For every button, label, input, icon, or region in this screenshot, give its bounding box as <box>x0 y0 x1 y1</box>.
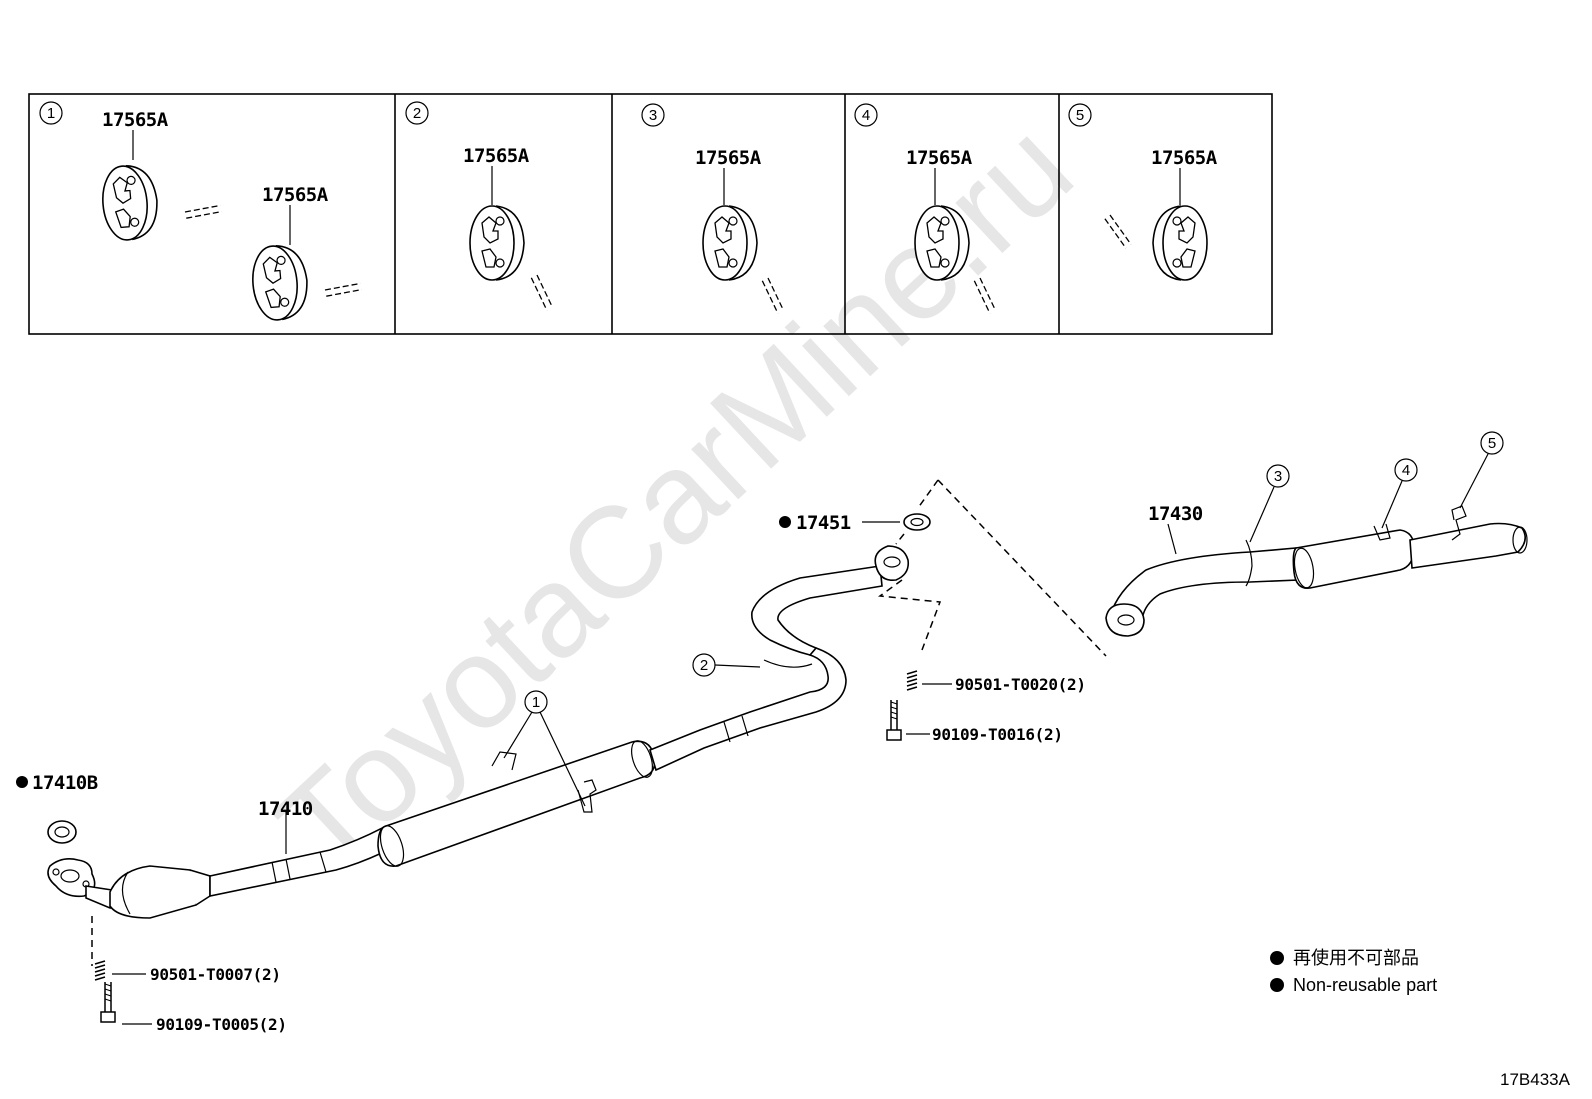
ring-gasket-icon <box>903 513 931 531</box>
part-label-17565A: 17565A <box>695 147 762 169</box>
part-label-17565A: 17565A <box>906 147 973 169</box>
hanger-bracket <box>1451 505 1467 541</box>
assembly-guide-line <box>937 479 1107 657</box>
legend-japanese: 再使用不可部品 <box>1293 948 1419 968</box>
part-label-17565A: 17565A <box>1151 147 1218 169</box>
part-label-17410B: 17410B <box>32 772 98 794</box>
panel-index: 3 <box>649 107 657 124</box>
rubber-hanger-icon <box>249 242 311 323</box>
panel-index: 4 <box>862 107 870 124</box>
main-muffler <box>377 740 656 867</box>
callout-number: 2 <box>700 657 708 674</box>
rear-flange <box>1105 603 1145 637</box>
bolt-icon <box>100 981 116 1023</box>
part-label-17565A: 17565A <box>102 109 169 131</box>
hanger-bracket <box>1373 523 1391 541</box>
callout-4: 4 <box>1381 458 1418 529</box>
detail-panel-strip <box>28 93 1273 335</box>
callout-2: 2 <box>692 653 761 677</box>
panel-index-badge <box>1068 103 1092 127</box>
tail-pipe-outlet <box>1409 522 1526 569</box>
callout-number: 4 <box>1402 462 1410 479</box>
catalytic-converter <box>109 865 201 919</box>
part-label-90109-T0016: 90109-T0016(2) <box>932 725 1063 744</box>
hanger-bracket <box>763 659 813 668</box>
bolt-icon <box>886 699 902 741</box>
gasket-17451: 17451 <box>779 512 931 534</box>
legend: 再使用不可部品 Non-reusable part <box>1270 948 1437 995</box>
hanger-bracket <box>491 751 517 771</box>
rubber-hanger-icon <box>99 162 161 243</box>
sub-muffler <box>1292 529 1415 589</box>
rising-pipe-section <box>751 565 883 656</box>
part-label-17565A: 17565A <box>262 184 329 206</box>
rubber-hanger-icon <box>702 205 758 281</box>
spring-icon <box>94 960 106 981</box>
hanger-bracket <box>1245 539 1253 587</box>
part-label-17410: 17410 <box>258 798 313 820</box>
part-label-90501-T0020: 90501-T0020(2) <box>955 675 1086 694</box>
part-label-17451: 17451 <box>796 512 851 534</box>
panel-index-badge <box>39 101 63 125</box>
diagram-code: 17B433A <box>1500 1070 1571 1089</box>
mid-flange <box>874 545 910 582</box>
spring-icon <box>906 670 918 691</box>
detail-panel-1: 1 17565A 17565A <box>39 101 365 323</box>
rubber-hanger-icon <box>469 205 525 281</box>
callout-number: 3 <box>1274 468 1282 485</box>
gasket-17410B: 17410B <box>16 772 98 844</box>
hanger-pin-icon <box>1097 213 1139 250</box>
panel-index-badge <box>854 103 878 127</box>
panel-index: 1 <box>47 105 55 122</box>
hanger-pin-icon <box>182 194 225 230</box>
callout-number: 5 <box>1488 435 1496 452</box>
panel-index-badge <box>641 103 665 127</box>
ring-gasket-icon <box>47 820 77 844</box>
part-label-90109-T0005: 90109-T0005(2) <box>156 1015 287 1034</box>
part-label-90501-T0007: 90501-T0007(2) <box>150 965 281 984</box>
panel-index-badge <box>405 101 429 125</box>
hanger-bracket <box>577 779 597 813</box>
detail-panel-4: 4 17565A <box>854 103 1005 316</box>
legend-english: Non-reusable part <box>1293 975 1437 995</box>
rubber-hanger-icon <box>1152 205 1208 281</box>
front-exhaust-pipe-assembly <box>47 545 910 919</box>
callout-1: 1 <box>503 690 586 807</box>
part-label-17565A: 17565A <box>463 145 530 167</box>
part-label-17430: 17430 <box>1148 503 1203 525</box>
callout-number: 1 <box>532 694 540 711</box>
assembly-guide-line <box>917 479 939 509</box>
rear-flange-fasteners: 90501-T0020(2) 90109-T0016(2) <box>886 670 1086 744</box>
callout-3: 3 <box>1249 464 1290 543</box>
tail-pipe-assembly <box>1105 505 1528 637</box>
callout-5: 5 <box>1459 431 1504 509</box>
detail-panel-3: 3 17565A <box>641 103 793 316</box>
panel-index: 2 <box>413 105 421 122</box>
watermark: ToyotaCarMine.ru <box>250 94 1100 900</box>
hanger-pin-icon <box>522 272 562 313</box>
hanger-pin-icon <box>322 272 365 308</box>
front-flange-fasteners: 90501-T0007(2) 90109-T0005(2) <box>91 916 287 1034</box>
detail-panel-2: 2 17565A <box>405 101 562 313</box>
panel-index: 5 <box>1076 107 1084 124</box>
detail-panel-5: 5 17565A <box>1068 103 1218 281</box>
